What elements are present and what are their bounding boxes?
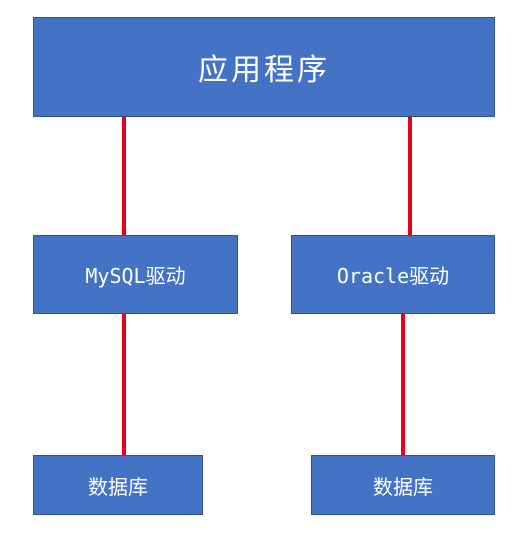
- connector-oracle-db: [401, 314, 405, 455]
- database-box-mysql: 数据库: [33, 455, 203, 515]
- oracle-driver-box: Oracle驱动: [291, 235, 495, 314]
- database-label-mysql: 数据库: [88, 474, 148, 499]
- connector-app-mysql: [122, 117, 126, 235]
- oracle-driver-label: Oracle驱动: [336, 264, 450, 288]
- connector-app-oracle: [408, 117, 412, 235]
- application-label: 应用程序: [198, 53, 330, 88]
- database-label-oracle: 数据库: [373, 474, 433, 499]
- mysql-driver-box: MySQL驱动: [33, 235, 238, 314]
- application-box: 应用程序: [33, 17, 495, 117]
- database-box-oracle: 数据库: [311, 455, 495, 515]
- mysql-driver-label: MySQL驱动: [85, 264, 186, 288]
- connector-mysql-db: [122, 314, 126, 455]
